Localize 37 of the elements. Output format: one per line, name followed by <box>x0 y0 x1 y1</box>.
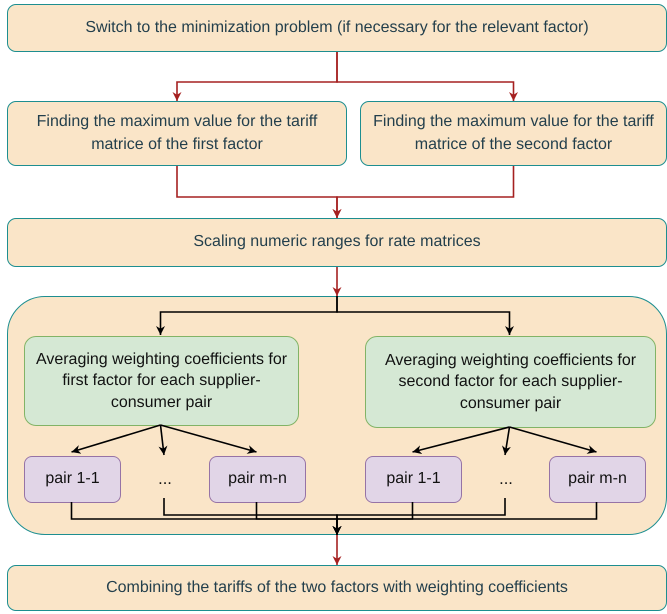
step-text: Averaging weighting coefficients for first factor for each supplier-consumer pair <box>35 350 288 413</box>
process-box <box>7 565 667 611</box>
pair-box <box>24 456 121 503</box>
pair-box <box>365 456 462 503</box>
process-box <box>365 336 656 428</box>
ellipsis-text: ... <box>145 459 185 499</box>
arrow <box>71 424 161 454</box>
process-box <box>24 336 299 426</box>
pair-box <box>209 456 306 503</box>
arrow <box>158 424 168 456</box>
pair-box <box>549 456 646 503</box>
arrow <box>160 424 257 454</box>
process-box <box>7 101 347 166</box>
step-text: Scaling numeric ranges for rate matrices <box>193 232 481 252</box>
arrow <box>502 426 511 456</box>
process-box <box>7 218 667 267</box>
step-text: Finding the maximum value for the tariff matrice of the first factor <box>36 112 318 154</box>
arrow <box>332 535 342 565</box>
step-text: pair m-n <box>228 469 287 490</box>
step-text: Switch to the minimization problem (if necessary for the relevant factor) <box>85 18 589 38</box>
step-text: pair 1-1 <box>386 469 441 490</box>
arrow <box>336 52 518 101</box>
step-text: Finding the maximum value for the tariff matrice of the second factor <box>372 112 655 154</box>
arrow <box>412 426 510 454</box>
arrow <box>332 267 342 296</box>
step-text: pair m-n <box>568 469 627 490</box>
step-text: Combining the tariffs of the two factors with weighting coefficients <box>106 578 568 598</box>
arrow <box>509 426 597 454</box>
process-box <box>360 101 667 166</box>
arrow <box>332 166 514 218</box>
ellipsis-text: ... <box>486 459 526 499</box>
arrow <box>336 296 514 335</box>
arrow <box>332 502 598 535</box>
step-text: Averaging weighting coefficients for second factor for each supplier-consumer pair <box>384 350 638 414</box>
group-container <box>7 296 667 535</box>
step-text: pair 1-1 <box>45 469 100 490</box>
process-box <box>7 4 667 52</box>
